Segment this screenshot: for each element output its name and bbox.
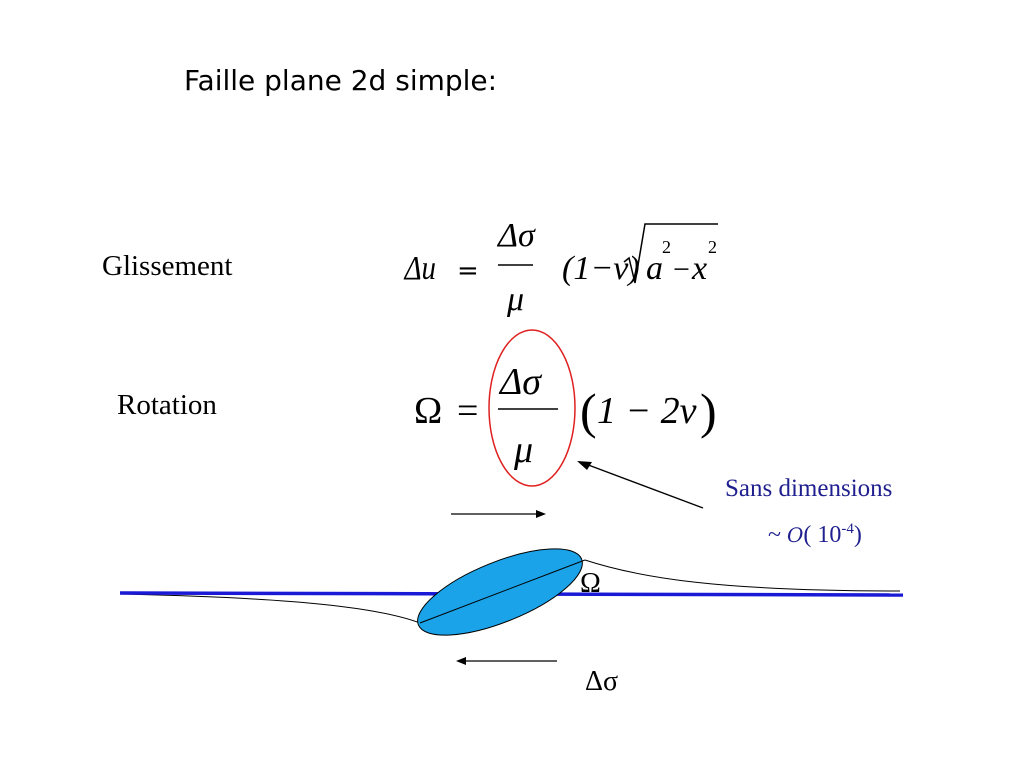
annotation-arrow xyxy=(582,462,704,509)
bottom-shear-arrowhead xyxy=(456,657,466,665)
glissement-denominator: μ xyxy=(506,281,524,318)
slide-title: Faille plane 2d simple: xyxy=(184,64,498,97)
sqrt-a: a xyxy=(646,250,663,287)
glissement-label: Glissement xyxy=(102,250,233,282)
rotation-paren-open: ( xyxy=(580,383,597,439)
dimensionless-note: Sans dimensions xyxy=(725,475,893,502)
rotation-equals: = xyxy=(457,390,478,432)
sqrt-sign xyxy=(623,223,718,284)
sqrt-x-exp: 2 xyxy=(708,237,717,257)
order-mid: ( 10 xyxy=(803,522,842,548)
rotation-denominator: μ xyxy=(513,429,533,471)
big-o-symbol: O xyxy=(786,523,804,547)
glissement-numerator: Δσ xyxy=(496,217,536,254)
rotation-paren-close: ) xyxy=(700,383,717,439)
rotation-numerator: Δσ xyxy=(498,361,542,403)
order-suffix: ) xyxy=(853,522,862,548)
order-prefix: ~ xyxy=(768,522,787,548)
rotation-label: Rotation xyxy=(117,389,217,421)
order-exponent: -4 xyxy=(841,521,854,537)
annotation-arrowhead xyxy=(577,461,592,470)
sqrt-a-exp: 2 xyxy=(662,237,671,257)
glissement-factor: (1−ν) xyxy=(562,250,640,287)
highlight-circle xyxy=(488,329,576,487)
delta-sigma-label: Δσ xyxy=(585,666,618,697)
lower-deformed-curve xyxy=(119,593,421,624)
fault-ellipse-axis xyxy=(419,559,586,624)
rotation-factor-body: 1 − 2ν xyxy=(597,390,697,432)
top-shear-arrowhead xyxy=(536,510,546,518)
sqrt-x: x xyxy=(691,250,707,287)
sqrt-minus: − xyxy=(673,253,690,286)
glissement-equals: = xyxy=(457,256,479,286)
rotation-lhs: Ω xyxy=(414,390,442,432)
omega-label: Ω xyxy=(580,568,601,599)
order-of-magnitude-note: ~ O( 10-4) xyxy=(768,521,862,549)
upper-deformed-curve xyxy=(584,559,901,592)
glissement-lhs: Δu xyxy=(403,249,436,287)
